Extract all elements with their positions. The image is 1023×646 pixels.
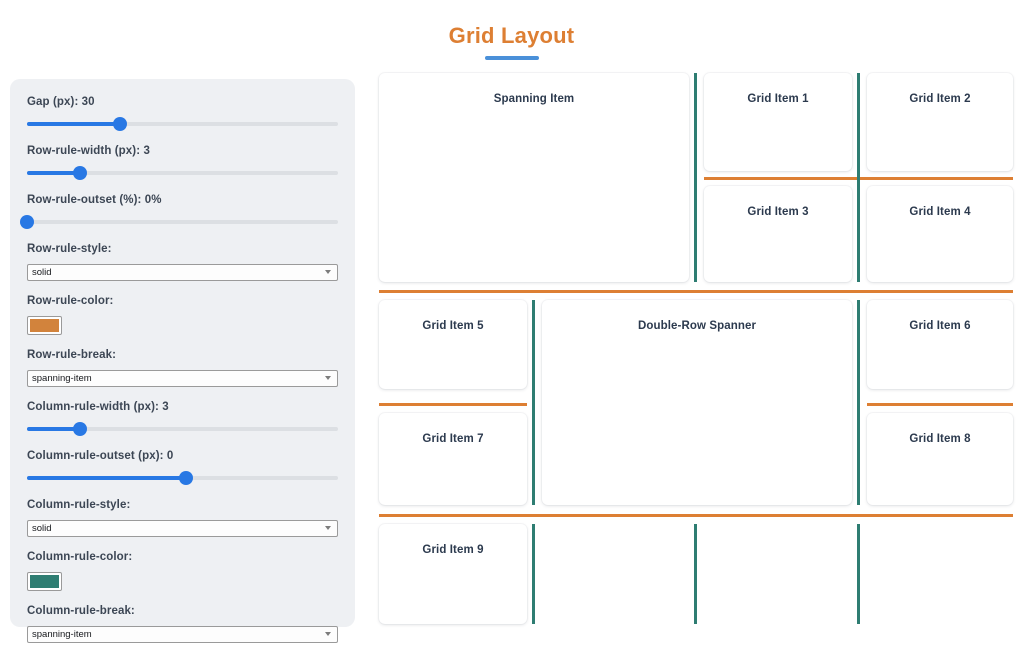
control-row-rule-outset: Row-rule-outset (%): 0% [20,193,338,229]
column-rule-color-label: Column-rule-color: [27,551,133,563]
grid-item-7: Grid Item 7 [379,413,527,505]
grid-item-9-label: Grid Item 9 [422,544,484,556]
column-rule-3 [532,300,535,505]
column-rule-outset-slider[interactable] [27,471,338,485]
row-rule-break-select[interactable]: spanning-item [27,370,338,387]
column-rule-5 [532,524,535,624]
grid-item-4: Grid Item 4 [867,186,1013,282]
column-rule-width-slider[interactable] [27,422,338,436]
gap-slider-fill [27,122,121,126]
column-rule-7 [857,524,860,624]
row-rule-4 [867,403,1013,406]
spanning-item-label: Spanning Item [493,93,575,105]
row-rule-style-value: solid [32,267,52,278]
column-rule-width-slider-track [27,427,338,431]
gap-label: Gap (px): 30 [27,96,95,108]
control-row-rule-color: Row-rule-color: [27,294,338,335]
row-rule-break-label: Row-rule-break: [27,349,117,361]
column-rule-width-slider-fill [27,427,80,431]
controls-panel: Gap (px): 30 Row-rule-width (px): 3 Row-ru… [10,79,355,643]
control-row-rule-width: Row-rule-width (px): 3 [27,144,338,180]
chevron-down-icon [325,632,332,637]
column-rule-break-value: spanning-item [32,629,92,640]
control-column-rule-color: Column-rule-color: [27,550,338,591]
title-underline [484,56,539,60]
grid-item-8: Grid Item 8 [867,413,1013,505]
grid-item-2-label: Grid Item 2 [909,93,971,105]
column-rule-outset-label: Column-rule-outset (px): 0 [27,450,174,462]
column-rule-outset-slider-fill [27,476,186,480]
grid-item-5: Grid Item 5 [379,300,527,389]
column-rule-style-select[interactable]: solid [27,520,338,537]
row-rule-outset-label: Row-rule-outset (%): 0% [27,194,162,206]
control-column-rule-width: Column-rule-width (px): 3 [27,400,338,436]
page-header: Grid Layout [0,22,1023,60]
row-rule-style-label: Row-rule-style: [27,243,112,255]
grid-preview: Spanning Item Grid Item 1 Grid Item 2 Grid … [379,73,1013,627]
control-gap: Gap (px): 30 [27,95,338,131]
column-rule-6 [694,524,697,624]
column-rule-2 [857,73,860,282]
column-rule-break-label: Column-rule-break: [27,605,135,617]
grid-item-6-label: Grid Item 6 [909,320,971,332]
grid-item-1: Grid Item 1 [704,73,852,171]
row-rule-width-slider-thumb[interactable] [72,166,87,180]
control-column-rule-outset: Column-rule-outset (px): 0 [27,449,338,485]
control-row-rule-style: Row-rule-style: solid [27,242,338,281]
column-rule-color-swatch[interactable] [27,572,62,591]
row-rule-outset-slider[interactable] [20,215,338,229]
row-rule-2 [379,290,1013,293]
chevron-down-icon [325,270,332,275]
control-column-rule-break: Column-rule-break: spanning-item [27,604,338,643]
grid-item-6: Grid Item 6 [867,300,1013,389]
double-row-spanner-label: Double-Row Spanner [637,320,757,332]
row-rule-outset-slider-track [27,220,338,224]
grid-item-2: Grid Item 2 [867,73,1013,171]
grid-item-3-label: Grid Item 3 [747,206,809,218]
column-rule-1 [694,73,697,282]
row-rule-outset-slider-thumb[interactable] [20,215,34,229]
grid-item-7-label: Grid Item 7 [422,433,484,445]
control-row-rule-break: Row-rule-break: spanning-item [27,348,338,387]
column-rule-width-label: Column-rule-width (px): 3 [27,401,169,413]
chevron-down-icon [325,376,332,381]
row-rule-width-slider-fill [27,171,80,175]
row-rule-color-swatch-fill [30,319,59,332]
grid-item-4-label: Grid Item 4 [909,206,971,218]
row-rule-break-value: spanning-item [32,373,92,384]
column-rule-color-swatch-fill [30,575,59,588]
column-rule-style-value: solid [32,523,52,534]
column-rule-outset-slider-thumb[interactable] [178,471,193,485]
row-rule-style-select[interactable]: solid [27,264,338,281]
column-rule-4 [857,300,860,505]
column-rule-width-slider-thumb[interactable] [72,422,87,436]
column-rule-break-select[interactable]: spanning-item [27,626,338,643]
chevron-down-icon [325,526,332,531]
gap-slider-track [27,122,338,126]
gap-slider-thumb[interactable] [113,117,128,131]
grid-item-5-label: Grid Item 5 [422,320,484,332]
grid-item-9: Grid Item 9 [379,524,527,624]
row-rule-5 [379,514,1013,517]
grid-item-3: Grid Item 3 [704,186,852,282]
spanning-item: Spanning Item [379,73,689,282]
row-rule-width-slider-track [27,171,338,175]
row-rule-color-label: Row-rule-color: [27,295,114,307]
double-row-spanner: Double-Row Spanner [542,300,852,505]
gap-slider[interactable] [27,117,338,131]
page-title: Grid Layout [448,23,575,48]
grid-item-1-label: Grid Item 1 [747,93,809,105]
row-rule-3 [379,403,527,406]
grid-item-8-label: Grid Item 8 [909,433,971,445]
row-rule-width-label: Row-rule-width (px): 3 [27,145,150,157]
control-column-rule-style: Column-rule-style: solid [27,498,338,537]
row-rule-color-swatch[interactable] [27,316,62,335]
row-rule-width-slider[interactable] [27,166,338,180]
column-rule-style-label: Column-rule-style: [27,499,131,511]
